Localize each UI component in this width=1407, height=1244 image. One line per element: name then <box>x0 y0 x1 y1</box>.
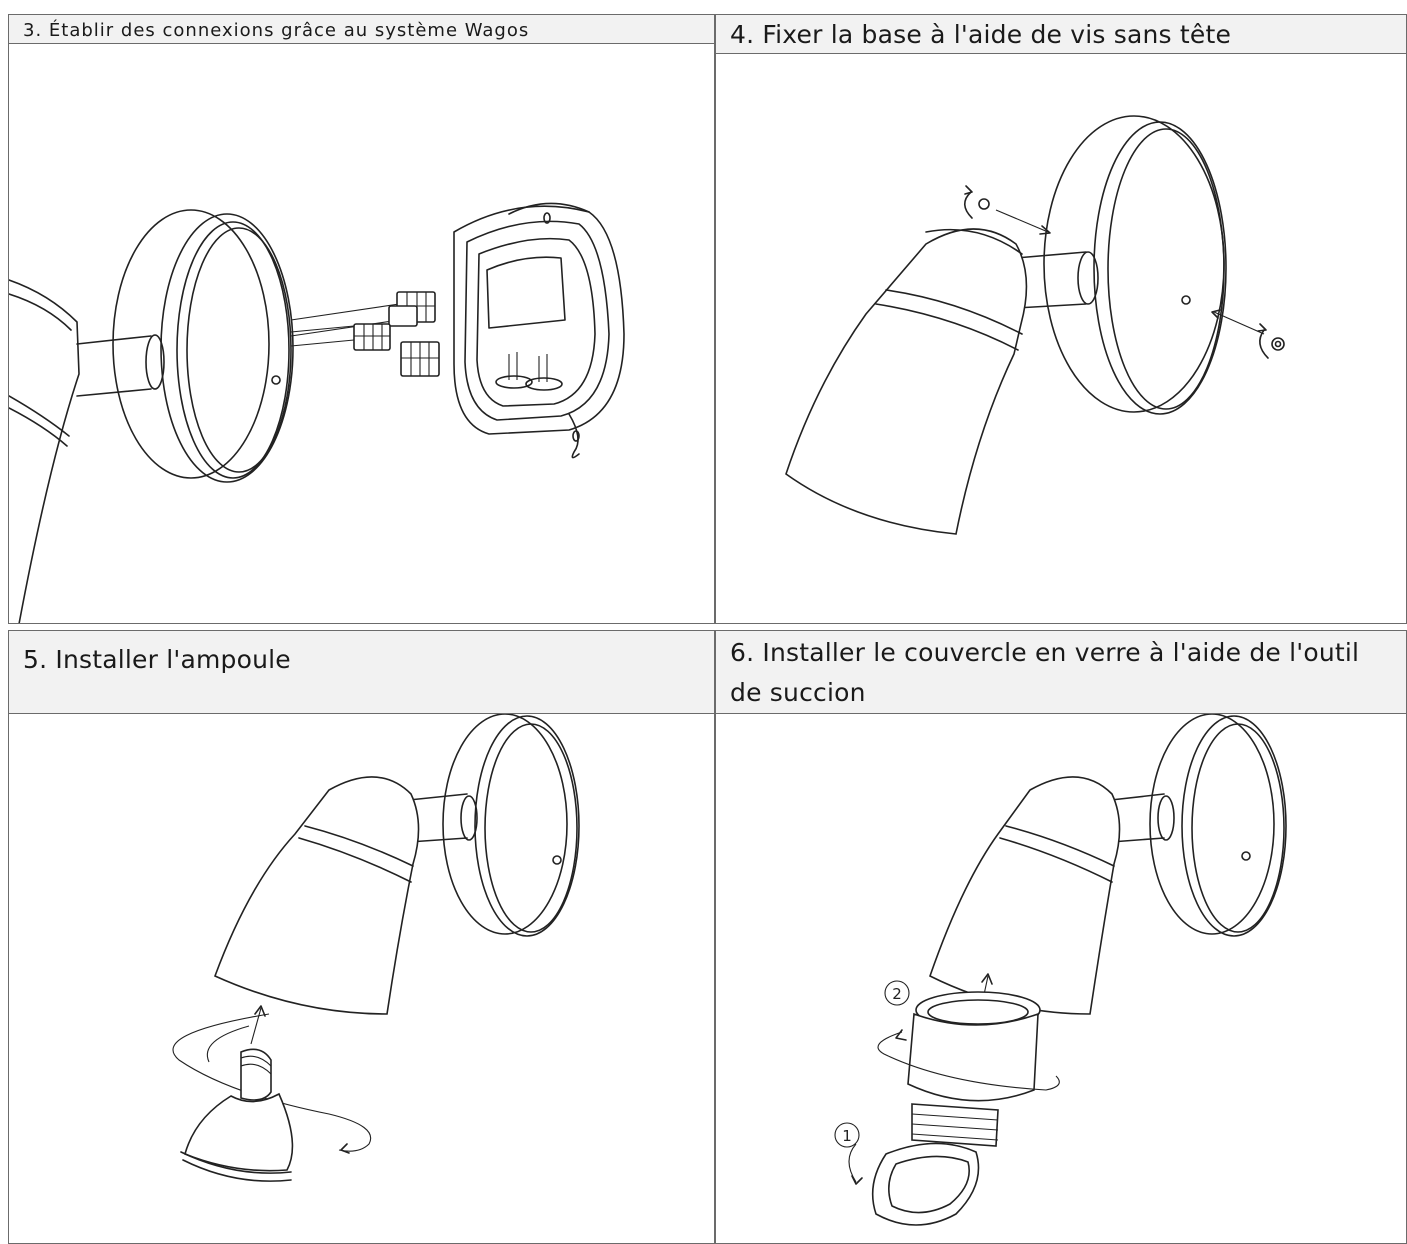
wago-connector-icon <box>400 341 440 377</box>
suction-tool-icon <box>848 1103 999 1226</box>
step-4-illustration <box>715 54 1407 624</box>
svg-text:2: 2 <box>892 985 902 1003</box>
wago-connector-icon <box>353 323 391 351</box>
wago-connection-drawing <box>9 202 625 623</box>
step-3-illustration <box>8 44 715 624</box>
step-marker-2: 2 <box>884 980 910 1006</box>
step-marker-1: 1 <box>834 1122 860 1148</box>
glass-cover-icon <box>877 991 1060 1102</box>
wago-connector-icon <box>388 291 436 327</box>
set-screw-drawing <box>785 115 1285 535</box>
screw-icon <box>963 185 990 219</box>
bulb-icon <box>180 1048 294 1182</box>
step-4-header: 4. Fixer la base à l'aide de vis sans tê… <box>715 14 1407 54</box>
step-5-title: 5. Installer l'ampoule <box>8 630 715 714</box>
step-5-illustration <box>8 714 715 1244</box>
step-6-illustration: 2 1 <box>715 714 1407 1244</box>
step-3-title: 3. Établir des connexions grâce au systè… <box>8 14 715 44</box>
bulb-install-drawing <box>172 714 580 1182</box>
step-3-header: 3. Établir des connexions grâce au systè… <box>8 14 715 44</box>
glass-cover-install-drawing: 2 1 <box>834 714 1287 1226</box>
rotate-arrow-icon <box>172 1013 372 1154</box>
step-5-header: 5. Installer l'ampoule <box>8 630 715 714</box>
step-6-header: 6. Installer le couvercle en verre à l'a… <box>715 630 1407 714</box>
screw-icon <box>1257 323 1285 359</box>
svg-text:1: 1 <box>842 1127 852 1145</box>
junction-box-icon <box>453 202 625 459</box>
step-6-title: 6. Installer le couvercle en verre à l'a… <box>715 630 1407 714</box>
step-4-title: 4. Fixer la base à l'aide de vis sans tê… <box>715 14 1407 54</box>
